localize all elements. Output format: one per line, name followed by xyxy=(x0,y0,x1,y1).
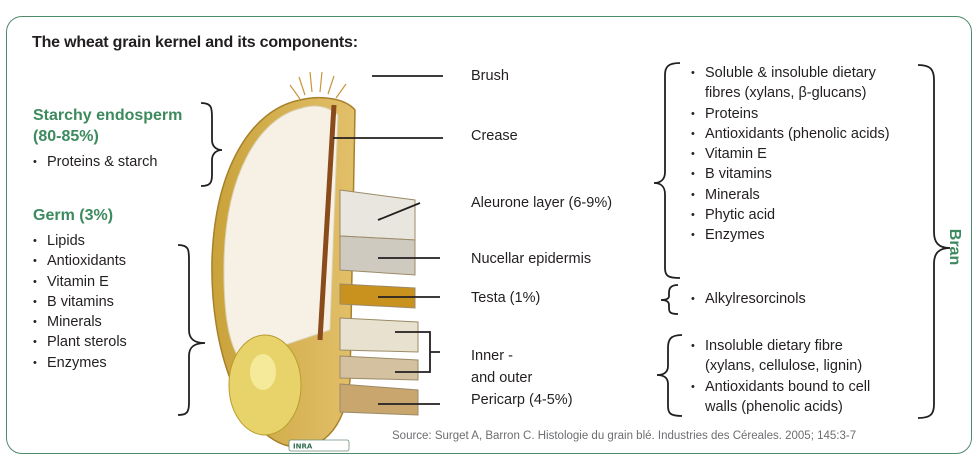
bran-label: Bran xyxy=(945,229,963,265)
list-item: Minerals xyxy=(33,312,127,332)
endosperm-heading: Starchy endosperm xyxy=(33,107,182,125)
list-item: Soluble & insoluble dietary xyxy=(691,63,890,83)
list-item: Antioxidants xyxy=(33,251,127,271)
germ-heading: Germ (3%) xyxy=(33,207,113,225)
list-item-continued: (xylans, cellulose, lignin) xyxy=(691,356,870,376)
inra-logo: INRA xyxy=(289,440,349,451)
list-item: Proteins & starch xyxy=(33,152,157,172)
list-item: Insoluble dietary fibre xyxy=(691,336,870,356)
endosperm-list: Proteins & starch xyxy=(33,152,157,172)
label-pericarp-3: Pericarp (4-5%) xyxy=(471,390,573,410)
label-pericarp-2: and outer xyxy=(471,368,532,388)
germ-list: Lipids Antioxidants Vitamin E B vitamins… xyxy=(33,231,127,373)
list-item-continued: walls (phenolic acids) xyxy=(691,397,870,417)
list-item: Plant sterols xyxy=(33,332,127,352)
label-pericarp-1: Inner - xyxy=(471,346,513,366)
source-citation: Source: Surget A, Barron C. Histologie d… xyxy=(392,430,856,442)
list-item: Antioxidants bound to cell xyxy=(691,377,870,397)
endosperm-percent: (80-85%) xyxy=(33,128,99,146)
brush-hairs xyxy=(290,72,346,99)
label-brush: Brush xyxy=(471,66,509,86)
list-item: Antioxidants (phenolic acids) xyxy=(691,124,890,144)
testa-components-list: Alkylresorcinols xyxy=(691,289,806,309)
list-item: Enzymes xyxy=(33,353,127,373)
layer-stack xyxy=(340,190,418,415)
list-item: Alkylresorcinols xyxy=(691,289,806,309)
list-item: B vitamins xyxy=(691,164,890,184)
svg-text:INRA: INRA xyxy=(293,443,313,451)
label-crease: Crease xyxy=(471,126,518,146)
list-item: Minerals xyxy=(691,185,890,205)
bran-components-list: Soluble & insoluble dietary fibres (xyla… xyxy=(691,63,890,246)
pericarp-components-list: Insoluble dietary fibre (xylans, cellulo… xyxy=(691,336,870,417)
figure-title: The wheat grain kernel and its component… xyxy=(32,34,358,52)
list-item: Proteins xyxy=(691,104,890,124)
list-item: Lipids xyxy=(33,231,127,251)
list-item: Enzymes xyxy=(691,225,890,245)
list-item: Phytic acid xyxy=(691,205,890,225)
label-aleurone: Aleurone layer (6-9%) xyxy=(471,193,612,213)
list-item-continued: fibres (xylans, β-glucans) xyxy=(691,83,890,103)
label-nucellar: Nucellar epidermis xyxy=(471,249,591,269)
label-testa: Testa (1%) xyxy=(471,288,540,308)
list-item: Vitamin E xyxy=(33,272,127,292)
list-item: B vitamins xyxy=(33,292,127,312)
list-item: Vitamin E xyxy=(691,144,890,164)
